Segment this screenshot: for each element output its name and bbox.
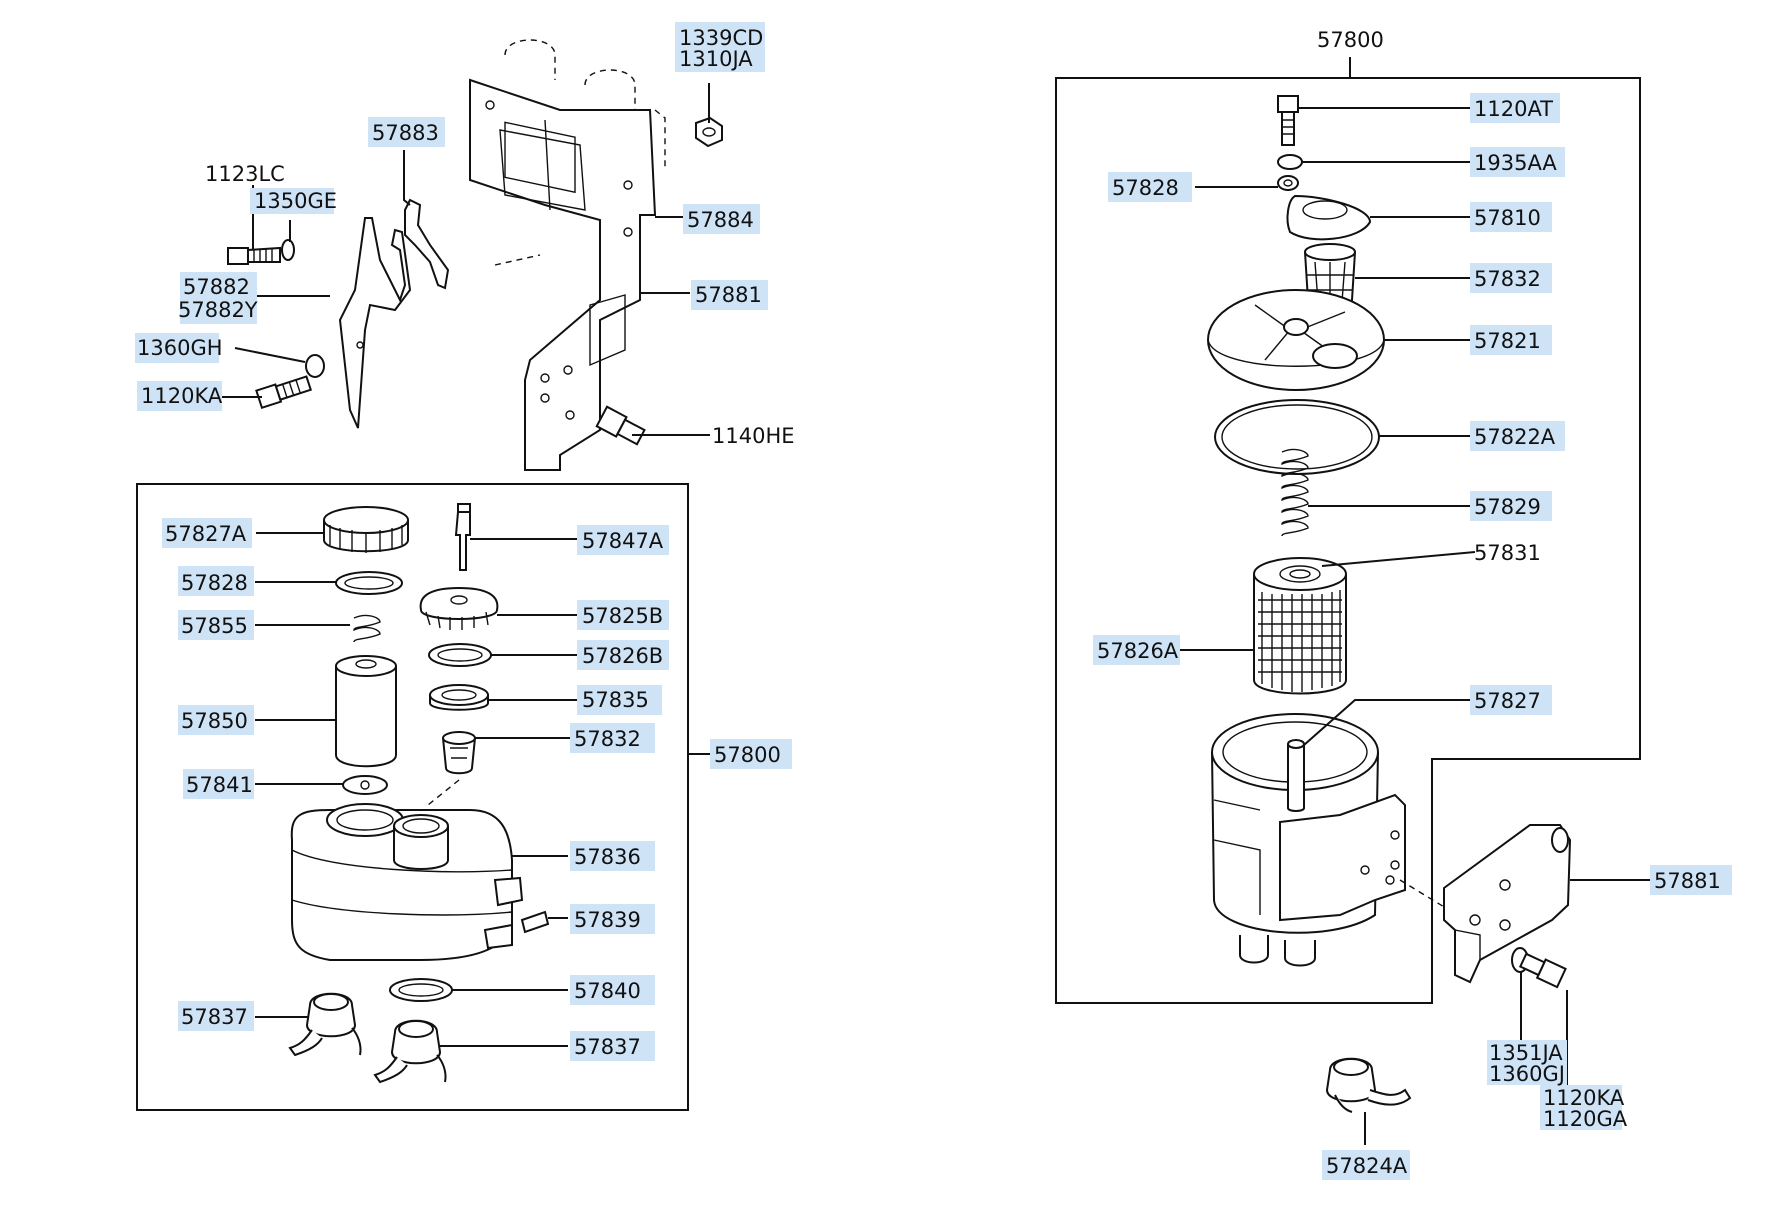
label-1360gj: 1360GJ [1489, 1062, 1565, 1086]
label-1120at: 1120AT [1474, 97, 1553, 121]
label-57883: 57883 [372, 121, 439, 145]
label-57827a: 57827A [165, 522, 247, 546]
label-57831: 57831 [1474, 541, 1541, 565]
label-57850: 57850 [181, 709, 248, 733]
leader-lines [220, 57, 1650, 1145]
label-57881-top: 57881 [695, 283, 762, 307]
label-57841: 57841 [186, 773, 253, 797]
bracket-assembly-drawing [227, 39, 723, 471]
label-57881-right: 57881 [1654, 869, 1721, 893]
label-1120ga: 1120GA [1543, 1107, 1628, 1131]
label-57800-left: 57800 [714, 743, 781, 767]
label-57827: 57827 [1474, 689, 1541, 713]
label-57826a: 57826A [1097, 639, 1179, 663]
label-57837-b: 57837 [574, 1035, 641, 1059]
label-57828-left: 57828 [181, 571, 248, 595]
label-57810: 57810 [1474, 206, 1541, 230]
label-1120ka-right: 1120KA [1543, 1086, 1625, 1110]
label-57825b: 57825B [582, 604, 663, 628]
label-1350ge: 1350GE [254, 189, 337, 213]
label-57822a: 57822A [1474, 425, 1556, 449]
label-1310ja: 1310JA [679, 47, 753, 71]
filter-assembly-box [1055, 77, 1641, 1004]
label-57821: 57821 [1474, 329, 1541, 353]
label-57855: 57855 [181, 614, 248, 638]
label-1339cd: 1339CD [679, 26, 763, 50]
label-57829: 57829 [1474, 495, 1541, 519]
label-57800-right: 57800 [1317, 28, 1384, 52]
label-57847a: 57847A [582, 529, 664, 553]
label-57882: 57882 [183, 275, 250, 299]
label-1123lc: 1123LC [205, 162, 285, 186]
bracket-57881-drawing [1443, 824, 1572, 989]
label-highlights [135, 22, 1732, 1180]
label-57832-right: 57832 [1474, 267, 1541, 291]
label-57884: 57884 [687, 208, 754, 232]
label-1360gh: 1360GH [137, 336, 223, 360]
label-57835: 57835 [582, 688, 649, 712]
label-57840: 57840 [574, 979, 641, 1003]
label-57832-left: 57832 [574, 727, 641, 751]
label-57826b: 57826B [582, 644, 663, 668]
label-57824a: 57824A [1326, 1154, 1408, 1178]
label-57839: 57839 [574, 908, 641, 932]
label-57828-right: 57828 [1112, 176, 1179, 200]
label-57882y: 57882Y [178, 298, 258, 322]
reservoir-assembly-box [136, 483, 689, 1111]
label-1935aa: 1935AA [1474, 151, 1557, 175]
label-57836: 57836 [574, 845, 641, 869]
label-1351ja: 1351JA [1489, 1041, 1563, 1065]
valve-57824a-drawing [1325, 1057, 1412, 1113]
label-1120ka-top: 1120KA [141, 384, 223, 408]
filter-assembly-drawing [1207, 95, 1491, 967]
label-57837-a: 57837 [181, 1005, 248, 1029]
label-1140he: 1140HE [712, 424, 795, 448]
part-labels: 1339CD 1310JA 57883 1123LC 1350GE 57884 … [137, 26, 1721, 1178]
reservoir-assembly-drawing [288, 503, 550, 1084]
